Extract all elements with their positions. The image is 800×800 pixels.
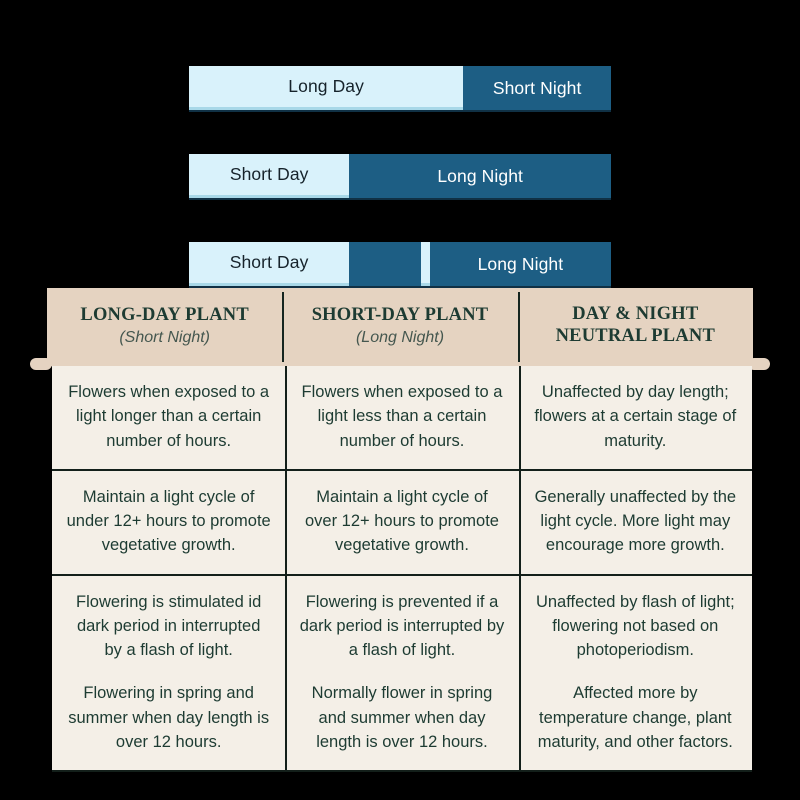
light-cycle-bar-short-day: Short Day Long Night	[189, 154, 611, 198]
table-cell: Flowering is prevented if a dark period …	[285, 575, 519, 770]
table-cell: Flowers when exposed to a light longer t…	[52, 366, 286, 469]
table-row: Flowers when exposed to a light longer t…	[52, 366, 752, 469]
light-cycle-bar-short-day-with-flash: Short Day Long Night	[189, 242, 611, 286]
cell-paragraph: Generally unaffected by the light cycle.…	[534, 487, 737, 555]
table-cell: Maintain a light cycle of under 12+ hour…	[52, 470, 286, 574]
cell-paragraph: Flowering in spring and summer when day …	[68, 684, 270, 751]
bar-segment-night: Short Night	[463, 66, 611, 110]
column-header-subtitle: (Short Night)	[119, 328, 211, 346]
table-cell: Unaffected by flash of light; flowering …	[518, 575, 752, 770]
bar-segment-night-before-flash	[349, 242, 421, 286]
table-body: Flowers when exposed to a light longer t…	[52, 366, 752, 772]
table-header-banner: LONG-DAY PLANT (Short Night) SHORT-DAY P…	[0, 288, 800, 370]
table-row: Maintain a light cycle of under 12+ hour…	[52, 468, 752, 574]
cell-paragraph: Flowering is stimulated id dark period i…	[76, 592, 262, 660]
column-header-short-day-plant: SHORT-DAY PLANT (Long Night)	[282, 288, 517, 366]
column-header-long-day-plant: LONG-DAY PLANT (Short Night)	[47, 288, 282, 366]
light-cycle-bar-long-day: Long Day Short Night	[189, 66, 611, 110]
bar-segment-day: Short Day	[189, 154, 350, 198]
bar-segment-day: Long Day	[189, 66, 464, 110]
table-cell: Unaffected by day length; flowers at a c…	[518, 366, 752, 469]
bar-segment-day: Short Day	[189, 242, 350, 286]
flash-of-light-stripe-icon	[420, 242, 430, 286]
column-header-day-night-neutral-plant: DAY & NIGHT NEUTRAL PLANT	[517, 288, 753, 366]
comparison-table: LONG-DAY PLANT (Short Night) SHORT-DAY P…	[0, 288, 800, 772]
table-cell: Flowering is stimulated id dark period i…	[52, 575, 286, 770]
cell-paragraph: Maintain a light cycle of over 12+ hours…	[304, 487, 499, 555]
cell-paragraph: Affected more by temperature change, pla…	[537, 684, 733, 751]
table-cell: Maintain a light cycle of over 12+ hours…	[285, 470, 519, 574]
cell-paragraph: Flowers when exposed to a light less tha…	[301, 383, 503, 450]
column-header-title: LONG-DAY PLANT	[80, 305, 249, 326]
cell-paragraph: Flowers when exposed to a light longer t…	[68, 383, 270, 450]
cell-paragraph: Normally flower in spring and summer whe…	[311, 684, 493, 751]
table-cell: Generally unaffected by the light cycle.…	[518, 470, 752, 574]
column-header-title: DAY & NIGHT NEUTRAL PLANT	[555, 304, 715, 346]
column-header-subtitle: (Long Night)	[355, 328, 445, 346]
header-tab-left-decoration	[30, 358, 52, 370]
column-header-title: SHORT-DAY PLANT	[311, 305, 489, 326]
bar-segment-night: Long Night	[429, 242, 611, 286]
cell-paragraph: Maintain a light cycle of under 12+ hour…	[66, 487, 271, 555]
table-row: Flowering is stimulated id dark period i…	[52, 573, 752, 772]
table-cell: Flowers when exposed to a light less tha…	[285, 366, 519, 469]
cell-paragraph: Flowering is prevented if a dark period …	[299, 592, 505, 660]
photoperiod-diagram: Long Day Short Night Short Day Long Nigh…	[0, 0, 800, 290]
header-tab-right-decoration	[748, 358, 770, 370]
bar-segment-night: Long Night	[349, 154, 611, 198]
cell-paragraph: Unaffected by day length; flowers at a c…	[534, 383, 737, 450]
cell-paragraph: Unaffected by flash of light; flowering …	[535, 592, 735, 660]
table-header-row: LONG-DAY PLANT (Short Night) SHORT-DAY P…	[47, 288, 753, 366]
